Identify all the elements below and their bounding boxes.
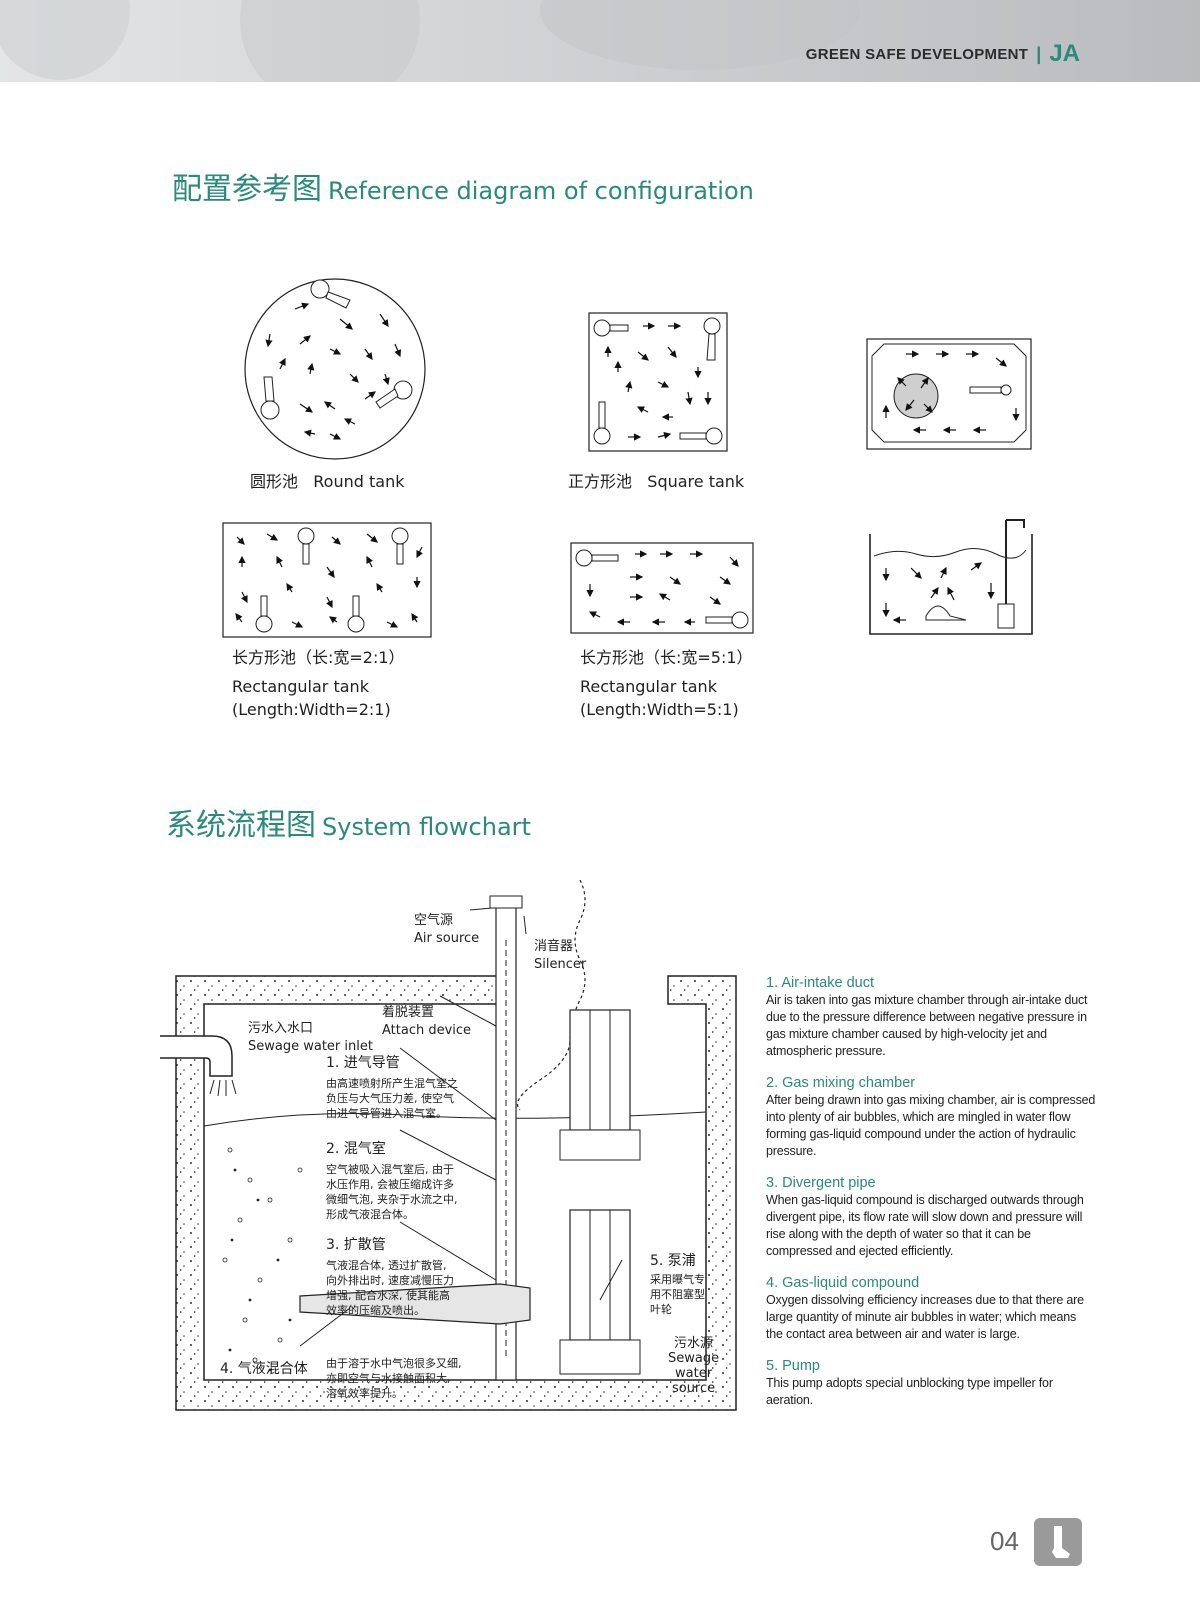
attach-en: Attach device [382,1023,472,1038]
rect-tank-5-1-caption: 长方形池（长:宽=5:1） Rectangular tank (Length:W… [580,646,753,721]
label-4-body: 由于溶于水中气泡很多又细, 亦即空气与水接触面积大, 溶氧效率提升。 [326,1356,462,1401]
air-source-en: Air source [414,931,480,946]
label-2-line: 微细气泡, 夹杂于水流之中, [326,1193,458,1206]
note-item: 4. Gas-liquid compound Oxygen dissolving… [766,1274,1096,1343]
rect-5-1-cn: 长方形池（长:宽=5:1） [580,648,753,667]
source-en: Sewage [668,1351,720,1366]
note-title: 5. Pump [766,1358,820,1374]
rect-2-1-cn: 长方形池（长:宽=2:1） [232,648,405,667]
label-3-title: 3. 扩散管 [326,1237,386,1253]
label-1-line: 负压与大气压力差, 使空气 [326,1092,454,1105]
label-1-air-duct: 1. 进气导管 由高速喷射所产生混气室之 负压与大气压力差, 使空气 由进气导管… [326,1054,458,1121]
label-3-line: 增强, 配合水深, 使其能高 [326,1289,450,1302]
inlet-cn: 污水入水口 [248,1021,314,1036]
square-tank-en: Square tank [647,472,745,491]
air-source-label: 空气源 Air source [414,912,479,948]
label-1-line: 由高速喷射所产生混气室之 [326,1077,458,1090]
note-body: Oxygen dissolving efficiency increases d… [766,1293,1084,1341]
round-tank-en: Round tank [313,472,405,491]
brand: GREEN SAFE DEVELOPMENT | JA [806,40,1080,68]
square-tank-diagram [588,312,728,452]
silencer-en: Silencer [534,957,587,972]
section-title-cn: 系统流程图 [166,808,316,843]
label-3-line: 气液混合体, 透过扩散管, [326,1259,447,1272]
label-4-title: 4. 气液混合体 [220,1361,308,1377]
source-en: water [675,1366,713,1381]
rect-5-1-ratio: (Length:Width=5:1) [580,700,739,719]
square-tank-caption: 正方形池 Square tank [568,470,744,493]
round-tank-diagram [244,278,426,460]
silencer-label: 消音器 Silencer [534,938,586,974]
note-title: 3. Divergent pipe [766,1175,876,1191]
rect-tank-2-1-caption: 长方形池（长:宽=2:1） Rectangular tank (Length:W… [232,646,405,721]
brand-logo: JA [1049,40,1080,67]
label-4-line: 溶氧效率提升。 [326,1387,403,1400]
label-4-line: 亦即空气与水接触面积大, [326,1372,451,1385]
rect-2-1-en: Rectangular tank [232,677,369,696]
header-decoration [0,0,860,82]
rect-tank-2-1-diagram [222,522,432,638]
label-2-line: 形成气液混合体。 [326,1208,414,1221]
label-5-line: 采用曝气专 [650,1273,705,1286]
label-5-title: 5. 泵浦 [650,1253,696,1269]
page-header: GREEN SAFE DEVELOPMENT | JA [0,0,1200,82]
round-tank-cn: 圆形池 [250,472,299,491]
octagonal-tank-diagram [866,338,1032,450]
note-item: 5. Pump This pump adopts special unblock… [766,1357,1096,1409]
side-view-tank-diagram [869,519,1033,635]
label-5-pump: 5. 泵浦 采用曝气专 用不阻塞型 叶轮 [650,1252,705,1317]
note-body: Air is taken into gas mixture chamber th… [766,993,1088,1058]
label-5-line: 叶轮 [650,1303,672,1316]
label-5-line: 用不阻塞型 [650,1288,705,1301]
system-flowchart-diagram [160,880,737,1411]
section-title-en: System flowchart [322,813,531,841]
note-item: 3. Divergent pipe When gas-liquid compou… [766,1174,1096,1260]
rect-2-1-ratio: (Length:Width=2:1) [232,700,391,719]
round-tank-caption: 圆形池 Round tank [250,470,404,493]
label-1-line: 由进气导管进入混气室。 [326,1107,447,1120]
section-title-cn: 配置参考图 [172,172,322,207]
note-title: 2. Gas mixing chamber [766,1075,916,1091]
label-2-line: 空气被吸入混气室后, 由于 [326,1163,454,1176]
note-title: 1. Air-intake duct [766,975,874,991]
attach-cn: 着脱装置 [382,1005,435,1020]
rect-5-1-en: Rectangular tank [580,677,717,696]
source-cn: 污水源 [674,1336,714,1351]
label-2-mixing-chamber: 2. 混气室 空气被吸入混气室后, 由于 水压作用, 会被压缩成许多 微细气泡,… [326,1140,458,1222]
inlet-en: Sewage water inlet [248,1039,373,1054]
sewage-source-label: 污水源 Sewage water source [668,1336,719,1396]
page-number: 04 [990,1526,1019,1556]
flowchart-notes: 1. Air-intake duct Air is taken into gas… [766,974,1096,1423]
label-3-divergent-pipe: 3. 扩散管 气液混合体, 透过扩散管, 向外排出时, 速度减慢压力 增强, 配… [326,1236,454,1318]
label-1-title: 1. 进气导管 [326,1055,400,1071]
attach-device-label: 着脱装置 Attach device [382,1004,471,1040]
silencer-cn: 消音器 [534,939,574,954]
note-body: After being drawn into gas mixing chambe… [766,1093,1096,1158]
note-body: This pump adopts special unblocking type… [766,1376,1053,1407]
inlet-label: 污水入水口 Sewage water inlet [248,1020,373,1056]
rect-tank-5-1-diagram [570,542,754,634]
label-2-line: 水压作用, 会被压缩成许多 [326,1178,454,1191]
pump-logo-icon [1034,1518,1082,1566]
air-source-cn: 空气源 [414,913,454,928]
label-4-line: 由于溶于水中气泡很多又细, [326,1357,462,1370]
brand-text: GREEN SAFE DEVELOPMENT [805,45,1029,63]
square-tank-cn: 正方形池 [568,472,633,491]
label-3-line: 效率的压缩及喷出。 [326,1304,425,1317]
note-title: 4. Gas-liquid compound [766,1275,920,1291]
brand-separator: | [1036,43,1042,64]
note-item: 1. Air-intake duct Air is taken into gas… [766,974,1096,1060]
label-3-line: 向外排出时, 速度减慢压力 [326,1274,454,1287]
label-2-title: 2. 混气室 [326,1141,386,1157]
source-en: source [671,1381,716,1396]
note-body: When gas-liquid compound is discharged o… [766,1193,1084,1258]
note-item: 2. Gas mixing chamber After being drawn … [766,1074,1096,1160]
section-title-en: Reference diagram of configuration [328,177,754,205]
